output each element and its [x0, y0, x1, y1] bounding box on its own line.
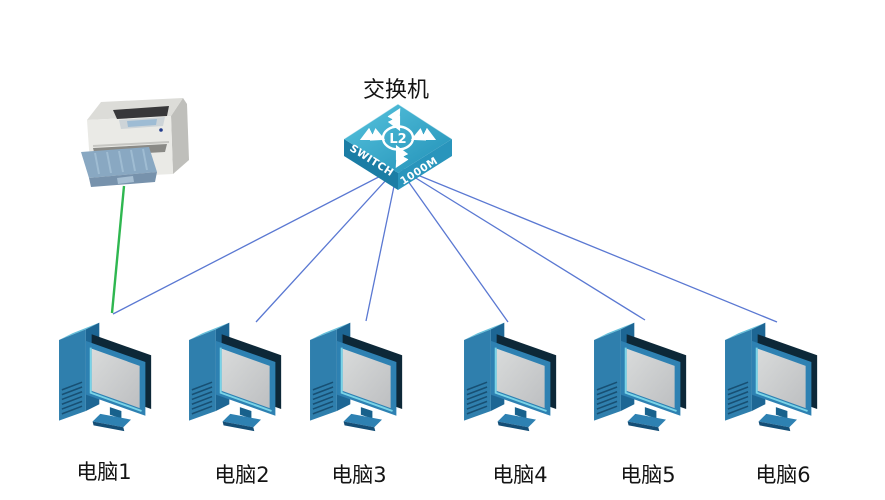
printer-led: [159, 128, 163, 132]
link-switch-pc4: [397, 166, 509, 323]
printer-icon: [81, 98, 189, 187]
computer-icon-4: [463, 321, 558, 433]
switch-icon: L2 SWITCH 1000M: [343, 103, 453, 190]
computer-label-5: 电脑5: [620, 463, 676, 487]
printer-output-slot: [113, 106, 169, 119]
computer-icon-2: [188, 321, 283, 433]
computer-label-1: 电脑1: [76, 460, 132, 484]
link-switch-pc2: [255, 166, 399, 323]
switch-logo-text: L2: [389, 132, 406, 147]
computer-label-2: 电脑2: [214, 463, 270, 487]
computer-icon-1: [58, 321, 153, 433]
computer-icon-3: [309, 321, 404, 433]
computer-label-3: 电脑3: [331, 463, 387, 487]
printer-paper-tray: [81, 147, 157, 178]
computer-icon-5: [593, 321, 688, 433]
switch-label: 交换机: [362, 78, 430, 103]
link-switch-pc5: [397, 166, 646, 321]
link-printer-pc1: [110, 185, 126, 314]
computer-label-6: 电脑6: [755, 463, 811, 487]
link-switch-pc6: [397, 166, 778, 323]
link-switch-pc1: [112, 166, 399, 315]
link-switch-pc3: [365, 166, 399, 322]
computer-icon-6: [724, 321, 819, 433]
computer-label-4: 电脑4: [492, 463, 548, 487]
